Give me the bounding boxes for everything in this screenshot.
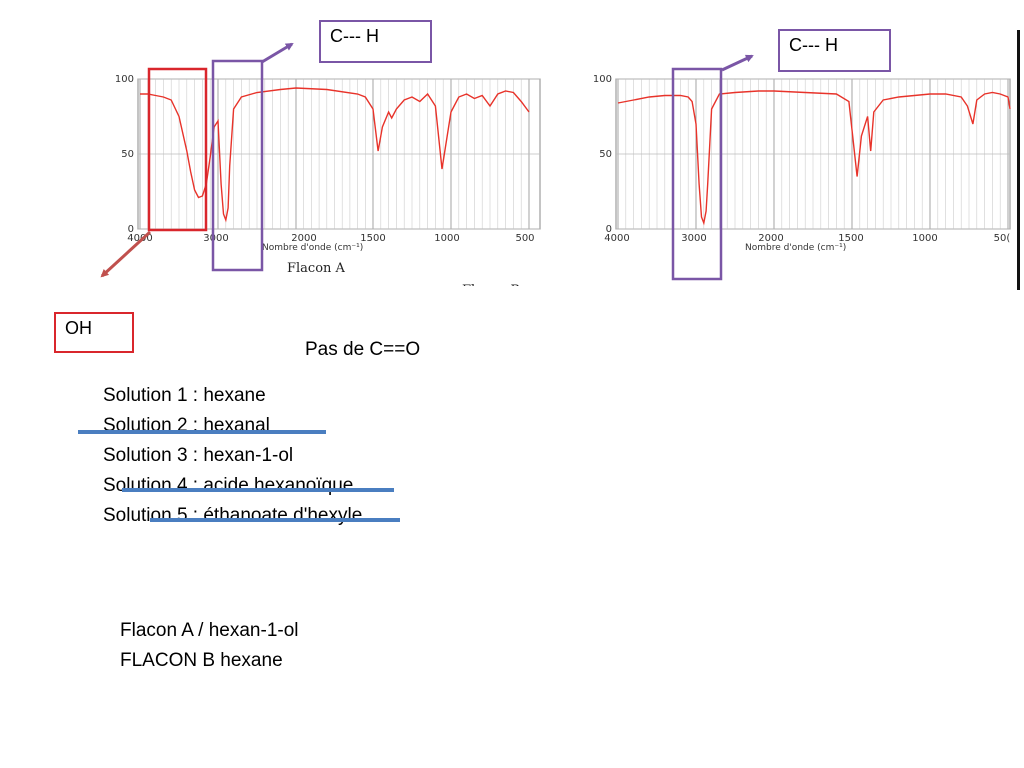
- x-tick-label: 2000: [291, 233, 316, 244]
- x-tick-labels-b: 4000 3000 2000 1500 1000 50(: [604, 233, 1010, 244]
- x-tick-label: 3000: [681, 233, 706, 244]
- solution-item-1: Solution 1 : hexane: [103, 385, 266, 406]
- spectrum-chart-flacon-b: 100 50 0 4000 3000 2000 1500 1000 50( Nombre d'…: [593, 30, 1020, 290]
- ch-label-a: C--- H: [319, 20, 432, 63]
- conclusion-flacon-b: FLACON B hexane: [120, 650, 283, 671]
- y-tick-label: 0: [128, 224, 134, 235]
- spectrum-line-b: [617, 90, 1011, 226]
- oh-band-highlight: [147, 67, 208, 232]
- solution-item-4: Solution 4 : acide hexanoïque: [103, 475, 354, 496]
- solutions-list: Solution 1 : hexane Solution 2 : hexanal…: [103, 381, 362, 531]
- right-edge-bar: [1017, 30, 1020, 290]
- y-tick-label: 50: [599, 149, 612, 160]
- y-tick-label: 100: [593, 74, 612, 85]
- x-tick-label: 50(: [994, 233, 1011, 244]
- x-axis-label-a: Nombre d'onde (cm⁻¹): [262, 243, 363, 253]
- caption-flacon-a: Flacon A: [287, 261, 346, 276]
- x-tick-label: 2000: [758, 233, 783, 244]
- y-tick-labels-a: 100 50 0: [115, 74, 134, 235]
- y-tick-label: 100: [115, 74, 134, 85]
- x-tick-label: 1000: [434, 233, 459, 244]
- solution-item-3: Solution 3 : hexan-1-ol: [103, 445, 294, 466]
- x-tick-label: 1500: [838, 233, 863, 244]
- ch-band-highlight-b: [671, 67, 723, 281]
- y-tick-labels-b: 100 50 0: [593, 74, 612, 235]
- x-tick-label: 500: [515, 233, 534, 244]
- strike-line-solution-5: [150, 518, 400, 522]
- arrow-to-oh-label: [100, 230, 152, 278]
- arrow-to-ch-label-b: [721, 54, 754, 72]
- x-tick-label: 1500: [360, 233, 385, 244]
- no-carbonyl-note: Pas de C==O: [305, 339, 421, 360]
- y-tick-label: 0: [606, 224, 612, 235]
- x-tick-label: 1000: [912, 233, 937, 244]
- strike-line-solution-2: [78, 430, 326, 434]
- solution-item-5: Solution 5 : éthanoate d'hexyle: [103, 505, 363, 526]
- y-tick-label: 50: [121, 149, 134, 160]
- x-tick-label: 4000: [127, 233, 152, 244]
- arrow-to-ch-label-a: [261, 42, 294, 64]
- x-axis-label-b: Nombre d'onde (cm⁻¹): [745, 243, 846, 253]
- conclusion-flacon-a: Flacon A / hexan-1-ol: [120, 620, 299, 641]
- solution-item-2: Solution 2 : hexanal: [103, 415, 270, 436]
- x-tick-labels-a: 4000 3000 2000 1500 1000 500: [127, 233, 534, 244]
- conclusion-block: Flacon A / hexan-1-ol FLACON B hexane: [120, 616, 299, 676]
- oh-label: OH: [54, 312, 134, 353]
- spectrum-line-a: [140, 87, 530, 223]
- ch-band-highlight-a: [211, 59, 264, 272]
- x-tick-label: 3000: [203, 233, 228, 244]
- x-tick-label: 4000: [604, 233, 629, 244]
- strike-line-solution-4: [122, 488, 394, 492]
- ch-label-b: C--- H: [778, 29, 891, 72]
